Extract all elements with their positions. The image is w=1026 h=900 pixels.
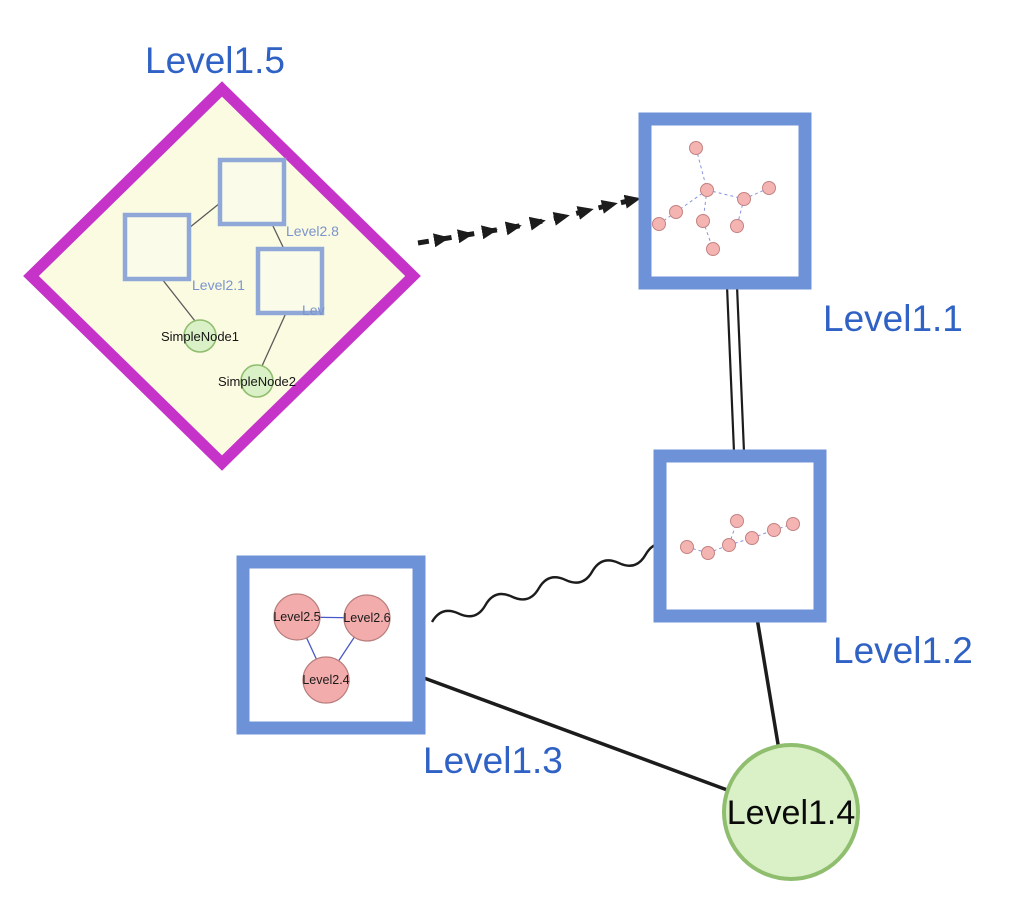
- node-level21-square[interactable]: [122, 212, 192, 282]
- edge-level11-to-level12-line-a[interactable]: [725, 285, 736, 453]
- level11-subgraph-node[interactable]: [762, 181, 776, 195]
- level12-subgraph-node[interactable]: [745, 531, 759, 545]
- level11-subgraph-node[interactable]: [652, 217, 666, 231]
- node-level24-label: Level2.4: [302, 673, 349, 687]
- node-level12-group: Level1.2: [653, 449, 973, 671]
- node-simplenode1-circle[interactable]: [183, 319, 217, 353]
- edge-level15-to-level11-dashed-arrow[interactable]: [417, 194, 641, 248]
- edge-lev-to-simplenode2[interactable]: [261, 312, 287, 367]
- level12-subgraph-node[interactable]: [722, 538, 736, 552]
- node-level14-circle[interactable]: [722, 743, 860, 881]
- node-level24-circle[interactable]: [302, 656, 350, 704]
- node-simplenode1-label: SimpleNode1: [161, 329, 239, 344]
- node-lev-square[interactable]: [255, 246, 325, 316]
- node-level14-label: Level1.4: [727, 794, 856, 832]
- node-simplenode2-circle[interactable]: [240, 364, 274, 398]
- node-level13-label: Level1.3: [423, 740, 563, 781]
- node-level11-group: Level1.1: [638, 112, 963, 339]
- node-level26-circle[interactable]: [343, 594, 391, 642]
- edge-level13-to-level14[interactable]: [423, 676, 731, 793]
- level11-subgraph-node[interactable]: [730, 219, 744, 233]
- node-level28-square[interactable]: [217, 157, 287, 227]
- node-level12-box[interactable]: [653, 449, 827, 623]
- edge-level21-to-simplenode1[interactable]: [161, 278, 196, 322]
- node-lev-label: Lev: [302, 302, 325, 318]
- node-level26-label: Level2.6: [343, 611, 390, 625]
- node-level15-label: Level1.5: [145, 40, 285, 81]
- level11-subgraph: [652, 141, 776, 256]
- node-level15-diamond[interactable]: [23, 81, 421, 471]
- level11-subgraph-node[interactable]: [737, 192, 751, 206]
- level12-subgraph-node[interactable]: [786, 517, 800, 531]
- edge-level12-to-level14[interactable]: [755, 617, 781, 751]
- level12-subgraph-edges: [686, 520, 794, 554]
- node-level15-group: Level1.5 Level2.8 Level2.1 Lev SimpleNod…: [23, 40, 421, 471]
- level12-subgraph-node[interactable]: [767, 523, 781, 537]
- level11-subgraph-edges: [658, 147, 770, 250]
- node-level28-label: Level2.8: [286, 223, 339, 239]
- node-level13-group: Level2.5 Level2.6 Level2.4 Level1.3: [236, 555, 563, 781]
- level12-subgraph-node[interactable]: [680, 540, 694, 554]
- level11-subgraph-node[interactable]: [700, 183, 714, 197]
- edge-level12-to-level13-wavy[interactable]: [430, 540, 674, 628]
- level12-subgraph: [680, 514, 800, 560]
- node-level12-label: Level1.2: [833, 630, 973, 671]
- node-level25-circle[interactable]: [273, 593, 321, 641]
- level11-subgraph-node[interactable]: [706, 242, 720, 256]
- node-level11-label: Level1.1: [823, 298, 963, 339]
- node-level11-box[interactable]: [638, 112, 812, 290]
- node-level14-group: Level1.4: [722, 743, 860, 881]
- edge-level11-to-level12-line-b[interactable]: [735, 285, 746, 453]
- edge-level21-to-level28[interactable]: [188, 202, 221, 229]
- level11-subgraph-node[interactable]: [696, 214, 710, 228]
- edge-level28-to-lev[interactable]: [271, 223, 285, 250]
- node-level25-label: Level2.5: [273, 610, 320, 624]
- level11-subgraph-node[interactable]: [689, 141, 703, 155]
- node-simplenode2-label: SimpleNode2: [218, 374, 296, 389]
- level12-subgraph-node[interactable]: [701, 546, 715, 560]
- node-level21-label: Level2.1: [192, 277, 245, 293]
- level12-subgraph-node[interactable]: [730, 514, 744, 528]
- node-level13-box[interactable]: [236, 555, 426, 735]
- level11-subgraph-node[interactable]: [669, 205, 683, 219]
- wavy-edge-path[interactable]: [430, 540, 674, 628]
